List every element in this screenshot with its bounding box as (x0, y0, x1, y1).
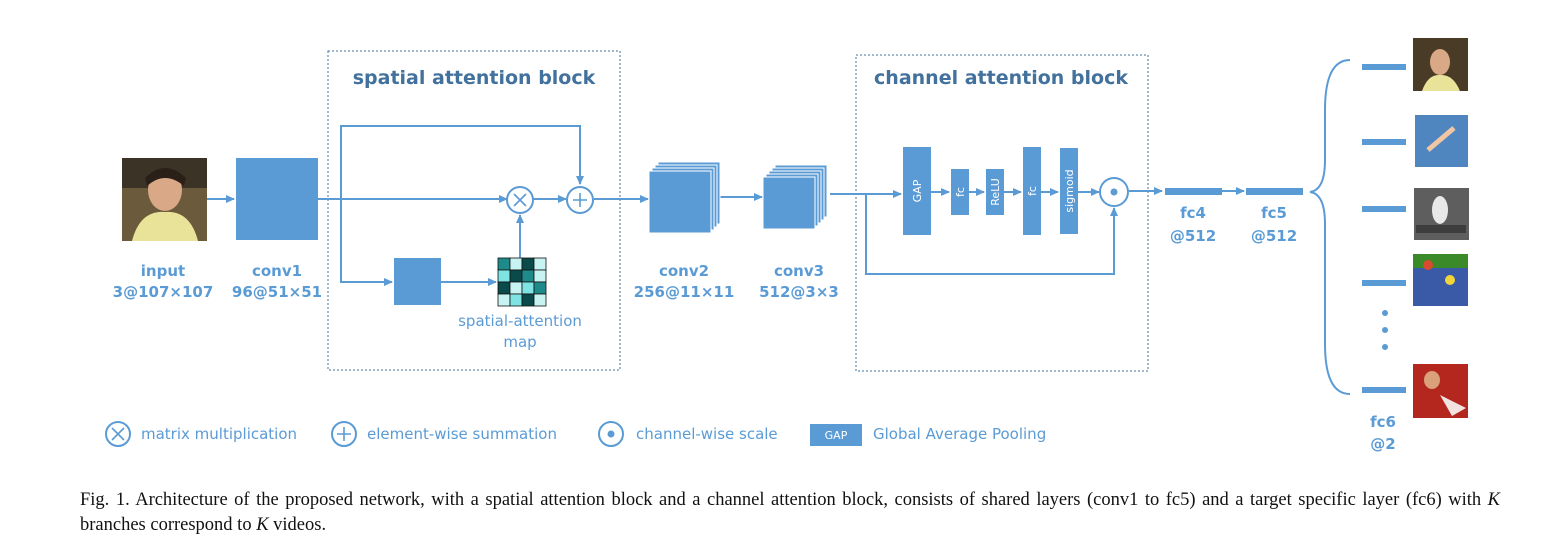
fc4-block (1165, 188, 1222, 195)
input-dims: 3@107×107 (113, 283, 214, 301)
input-image (122, 158, 207, 241)
legend-multiply-icon (105, 421, 131, 447)
heatmap-cell (497, 269, 511, 283)
fc6-branch-2 (1362, 139, 1406, 145)
caption-fig-label: Fig. 1. (80, 490, 130, 510)
spatial-block-title: spatial attention block (353, 67, 596, 89)
fc5-block (1246, 188, 1303, 195)
heatmap-cell (521, 293, 535, 307)
fc-block-1 (951, 169, 969, 215)
relu-label: ReLU (989, 178, 1002, 206)
input-label: input (141, 262, 185, 280)
heatmap-cell (521, 281, 535, 295)
legend-scale-text: channel-wise scale (636, 425, 778, 443)
fc6-branch-3 (1362, 206, 1406, 212)
caption-text-3: videos. (273, 515, 327, 535)
caption-k-1: K (1487, 490, 1501, 510)
channel-attention-block (855, 54, 1149, 372)
heatmap-cell (497, 257, 511, 271)
heatmap-cell (533, 257, 547, 271)
conv1-dims: 96@51×51 (232, 283, 322, 301)
fc4-dims: @512 (1170, 227, 1216, 245)
caption-text-2: branches correspond to (80, 515, 252, 535)
conv3-label: conv3 (774, 262, 824, 280)
heatmap-cell (521, 257, 535, 271)
sigmoid-block (1060, 148, 1078, 234)
heatmap-cell (533, 293, 547, 307)
heatmap-cell (521, 269, 535, 283)
heatmap-cell (533, 281, 547, 295)
video-thumbnail-5 (1413, 364, 1468, 418)
fc6-branch-k (1362, 387, 1406, 393)
connectors (207, 125, 1245, 286)
sigmoid-label: sigmoid (1063, 169, 1076, 212)
video-thumbnail-1 (1413, 38, 1468, 91)
gap-label: GAP (911, 179, 924, 202)
multiply-operator (506, 186, 534, 214)
heatmap-cell (497, 293, 511, 307)
architecture-diagram: spatial attention block channel attentio… (105, 38, 1469, 453)
heatmap-cell (497, 281, 511, 295)
legend-multiply-text: matrix multiplication (141, 425, 297, 443)
legend-scale-icon (598, 421, 624, 447)
conv3-block (762, 164, 828, 230)
spatial-map-label-line2: map (503, 333, 536, 351)
spatial-map-label-line1: spatial-attention (458, 312, 582, 330)
spatial-conv-block (394, 258, 441, 305)
legend-sum-icon (331, 421, 357, 447)
heatmap-cell (509, 281, 523, 295)
legend-gap-box (810, 424, 862, 446)
fc-label-2: fc (1026, 186, 1039, 196)
legend: matrix multiplication element-wise summa… (105, 421, 1046, 447)
conv1-block (236, 158, 318, 240)
ellipsis-dot (1382, 344, 1388, 350)
heatmap-cell (533, 269, 547, 283)
legend-gap-box-text: GAP (825, 429, 848, 442)
conv2-dims: 256@11×11 (634, 283, 735, 301)
fc6-branch-4 (1362, 280, 1406, 286)
figure-caption: Fig. 1. Architecture of the proposed net… (80, 488, 1500, 538)
conv3-dims: 512@3×3 (759, 283, 839, 301)
video-thumbnail-3 (1414, 188, 1469, 240)
conv2-block (648, 161, 721, 234)
legend-gap-text: Global Average Pooling (873, 425, 1046, 443)
legend-sum-text: element-wise summation (367, 425, 557, 443)
fc-block-2 (1023, 147, 1041, 235)
conv2-label: conv2 (659, 262, 709, 280)
fc6-label: fc6 (1370, 413, 1396, 431)
conv1-label: conv1 (252, 262, 302, 280)
fc4-label: fc4 (1180, 204, 1206, 222)
channel-block-title: channel attention block (874, 67, 1128, 89)
heatmap-cell (509, 257, 523, 271)
branch-brace (1309, 59, 1351, 395)
video-thumbnail-4 (1413, 254, 1468, 306)
caption-text-1: Architecture of the proposed network, wi… (135, 490, 1482, 510)
video-thumbnail-2 (1415, 115, 1468, 167)
fc5-label: fc5 (1261, 204, 1287, 222)
ellipsis-dot (1382, 310, 1388, 316)
caption-k-2: K (256, 515, 269, 535)
sum-operator (566, 186, 594, 214)
heatmap-cell (509, 269, 523, 283)
fc5-dims: @512 (1251, 227, 1297, 245)
spatial-attention-block (327, 50, 621, 371)
ellipsis-dot (1382, 327, 1388, 333)
relu-block (986, 169, 1004, 215)
heatmap-cell (509, 293, 523, 307)
fc6-dims: @2 (1370, 435, 1395, 453)
fc6-branch-1 (1362, 64, 1406, 70)
gap-block (903, 147, 931, 235)
scale-operator (1099, 177, 1129, 207)
spatial-attention-map (497, 257, 547, 307)
fc-label-1: fc (954, 187, 967, 197)
